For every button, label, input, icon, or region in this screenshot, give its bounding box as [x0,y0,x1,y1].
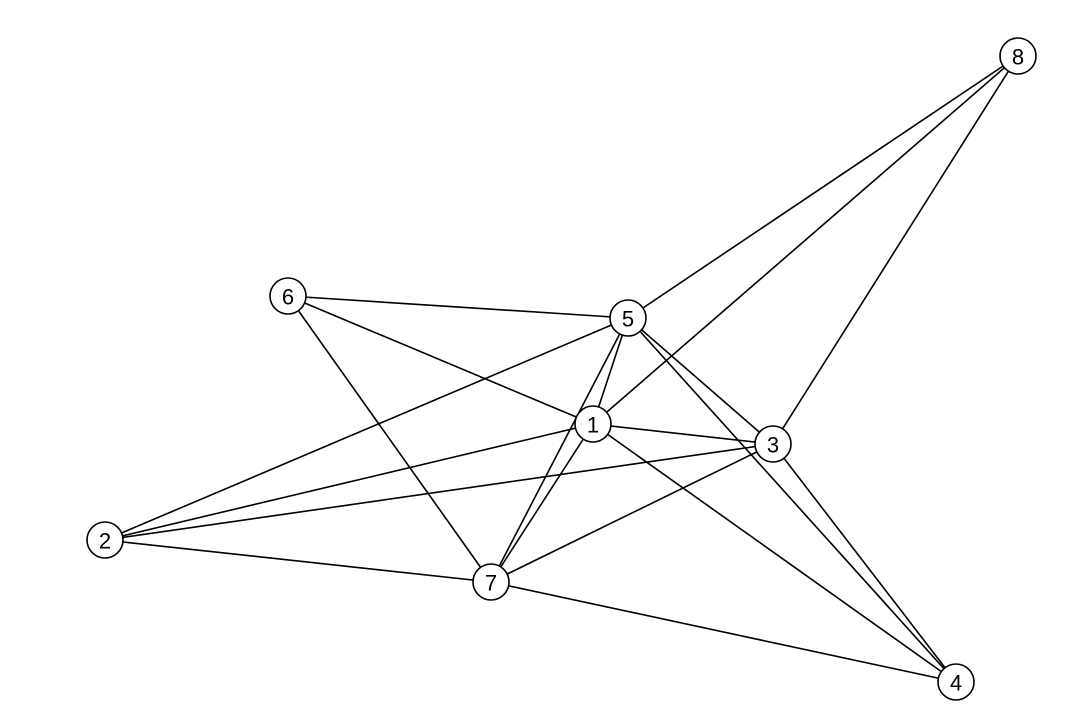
node-circle [574,405,612,443]
edge-4-5 [627,317,957,683]
node-circle [754,425,792,463]
edge-1-4 [592,423,957,683]
edge-4-7 [490,581,957,683]
graph-nodes: 1 2 3 4 5 6 7 8 [86,37,1037,701]
edge-5-8 [627,55,1019,319]
node-label: 2 [99,529,111,554]
edge-2-5 [104,317,629,541]
node-circle [86,521,124,559]
graph-edges [104,55,1019,683]
node-3: 3 [754,425,792,463]
node-6: 6 [269,277,307,315]
edge-5-6 [287,295,629,319]
edge-3-5 [627,317,774,445]
node-5: 5 [609,299,647,337]
edge-1-2 [104,423,594,541]
node-1: 1 [574,405,612,443]
node-circle [999,37,1037,75]
node-label: 3 [767,433,779,458]
node-label: 6 [282,285,294,310]
edge-1-6 [287,295,594,425]
node-circle [269,277,307,315]
edge-2-3 [104,443,774,541]
edge-1-7 [490,423,594,583]
node-7: 7 [472,563,510,601]
node-2: 2 [86,521,124,559]
node-4: 4 [937,663,975,701]
node-label: 1 [587,413,599,438]
node-label: 7 [485,571,497,596]
node-circle [472,563,510,601]
edge-5-7 [490,317,629,583]
edge-1-3 [592,423,774,445]
node-label: 5 [622,307,634,332]
edge-3-4 [772,443,957,683]
node-label: 8 [1012,45,1024,70]
edge-2-7 [104,539,492,583]
node-circle [937,663,975,701]
edge-6-7 [287,295,492,583]
edge-3-7 [490,443,774,583]
node-8: 8 [999,37,1037,75]
node-label: 4 [950,671,962,696]
edge-1-8 [592,55,1019,425]
node-circle [609,299,647,337]
edge-3-8 [772,55,1019,445]
